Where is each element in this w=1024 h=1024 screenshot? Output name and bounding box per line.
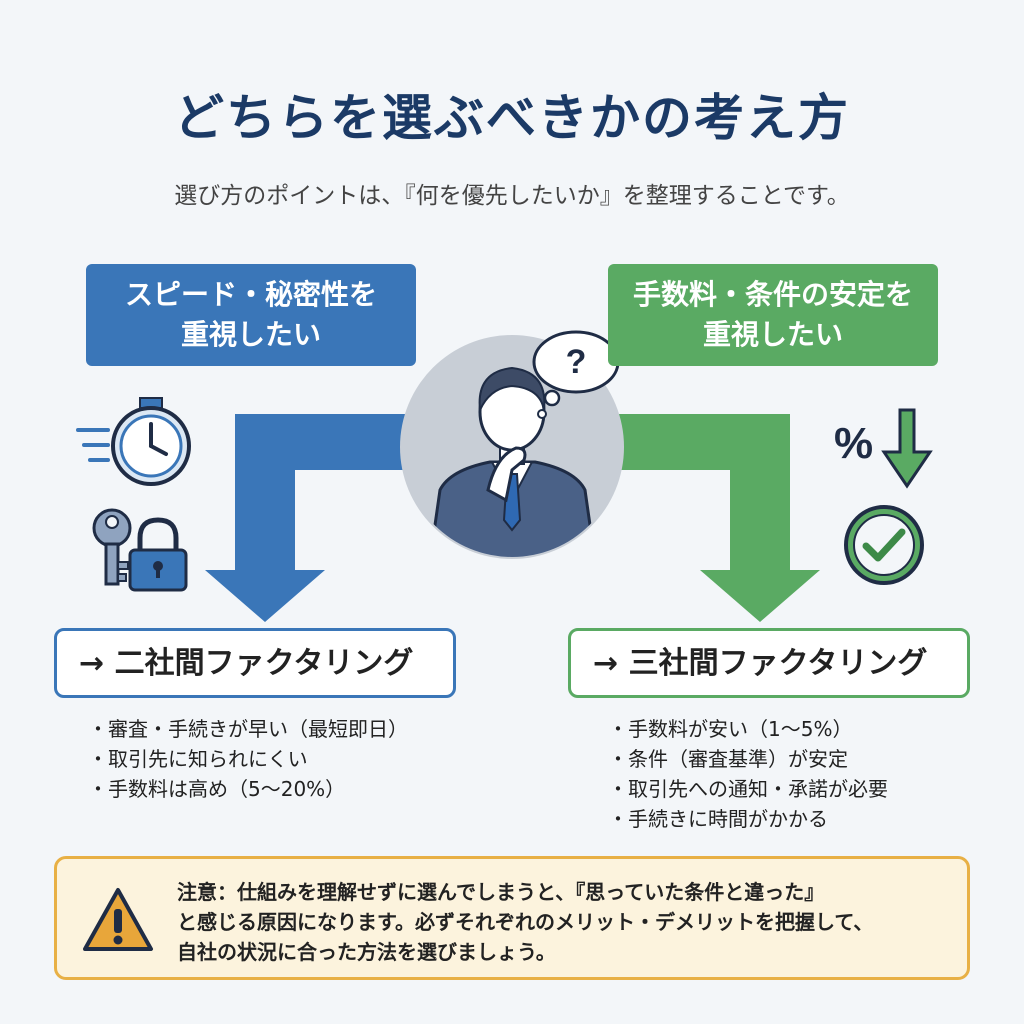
list-item: 条件（審査基準）が安定 bbox=[608, 744, 888, 774]
svg-text:%: % bbox=[834, 419, 873, 468]
warning-icon bbox=[83, 888, 153, 951]
check-circle-icon bbox=[844, 505, 924, 585]
caution-line2: と感じる原因になります。必ずそれぞれのメリット・デメリットを把握して、 bbox=[177, 910, 874, 934]
percent-down-icon: % bbox=[834, 408, 933, 489]
caution-notice: 注意：仕組みを理解せずに選んでしまうと、『思っていた条件と違った』 と感じる原因… bbox=[54, 856, 970, 980]
two-party-factoring-box: → 二社間ファクタリング bbox=[54, 628, 456, 698]
list-item: 取引先への通知・承諾が必要 bbox=[608, 774, 888, 804]
stopwatch-icon bbox=[76, 397, 191, 486]
two-party-bullet-list: 審査・手続きが早い（最短即日） 取引先に知られにくい 手数料は高め（5〜20%） bbox=[88, 714, 408, 804]
left-heading-line2: 重視したい bbox=[180, 318, 321, 351]
list-item: 手数料は高め（5〜20%） bbox=[88, 774, 408, 804]
bubble-question-mark: ? bbox=[566, 343, 587, 381]
list-item: 審査・手続きが早い（最短即日） bbox=[88, 714, 408, 744]
list-item: 取引先に知られにくい bbox=[88, 744, 408, 774]
speed-secrecy-heading: スピード・秘密性を 重視したい bbox=[86, 264, 416, 366]
page-subtitle: 選び方のポイントは、『何を優先したいか』を整理することです。 bbox=[174, 183, 850, 209]
right-flow-arrow bbox=[596, 414, 820, 622]
list-item: 手数料が安い（1〜5%） bbox=[608, 714, 888, 744]
caution-line3: 自社の状況に合った方法を選びましょう。 bbox=[177, 940, 556, 964]
fee-stability-heading: 手数料・条件の安定を 重視したい bbox=[608, 264, 938, 366]
left-flow-arrow bbox=[205, 414, 430, 622]
caution-text: 注意：仕組みを理解せずに選んでしまうと、『思っていた条件と違った』 と感じる原因… bbox=[177, 877, 957, 967]
list-item: 手続きに時間がかかる bbox=[608, 804, 888, 834]
key-icon bbox=[92, 508, 132, 586]
three-party-bullet-list: 手数料が安い（1〜5%） 条件（審査基準）が安定 取引先への通知・承諾が必要 手… bbox=[608, 714, 888, 834]
caution-line1: 注意：仕組みを理解せずに選んでしまうと、『思っていた条件と違った』 bbox=[177, 880, 825, 904]
three-party-factoring-box: → 三社間ファクタリング bbox=[568, 628, 970, 698]
page-title: どちらを選ぶべきかの考え方 bbox=[174, 89, 850, 147]
left-heading-line1: スピード・秘密性を bbox=[124, 278, 377, 311]
padlock-icon bbox=[128, 517, 188, 592]
right-heading-line1: 手数料・条件の安定を bbox=[632, 278, 913, 311]
right-heading-line2: 重視したい bbox=[702, 318, 843, 351]
